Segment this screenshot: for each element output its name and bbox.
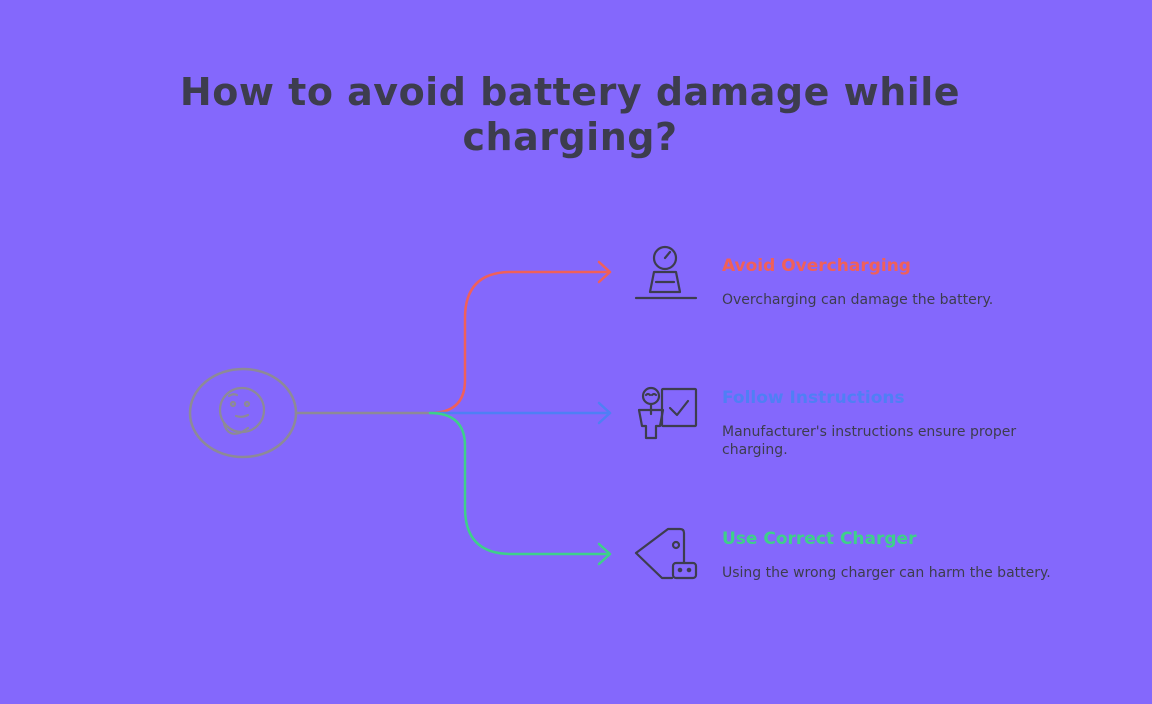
item-description-instructions: Manufacturer's instructions ensure prope… (722, 424, 1017, 458)
arrowhead-instructions (597, 401, 612, 425)
battery-gauge-icon (634, 245, 698, 300)
item-description-overcharging: Overcharging can damage the battery. (722, 292, 994, 308)
item-description-charger: Using the wrong charger can harm the bat… (722, 565, 1051, 581)
item-title-overcharging: Avoid Overcharging (722, 256, 911, 276)
branch-charger (428, 411, 612, 566)
hub-node (188, 367, 432, 459)
presenter-checkmark-icon (637, 386, 698, 440)
item-title-charger: Use Correct Charger (722, 529, 917, 549)
page-title: How to avoid battery damage while chargi… (179, 70, 961, 159)
branch-instructions (428, 401, 612, 425)
arrowhead-overcharging (597, 260, 612, 284)
hub-circle (188, 367, 298, 459)
branch-line-overcharging (428, 270, 612, 415)
branch-line-charger (428, 411, 612, 556)
charger-tag-icon (634, 527, 698, 580)
item-title-instructions: Follow Instructions (722, 388, 905, 408)
thinking-face-icon (218, 386, 266, 435)
branch-overcharging (428, 260, 612, 415)
arrowhead-charger (597, 542, 612, 566)
